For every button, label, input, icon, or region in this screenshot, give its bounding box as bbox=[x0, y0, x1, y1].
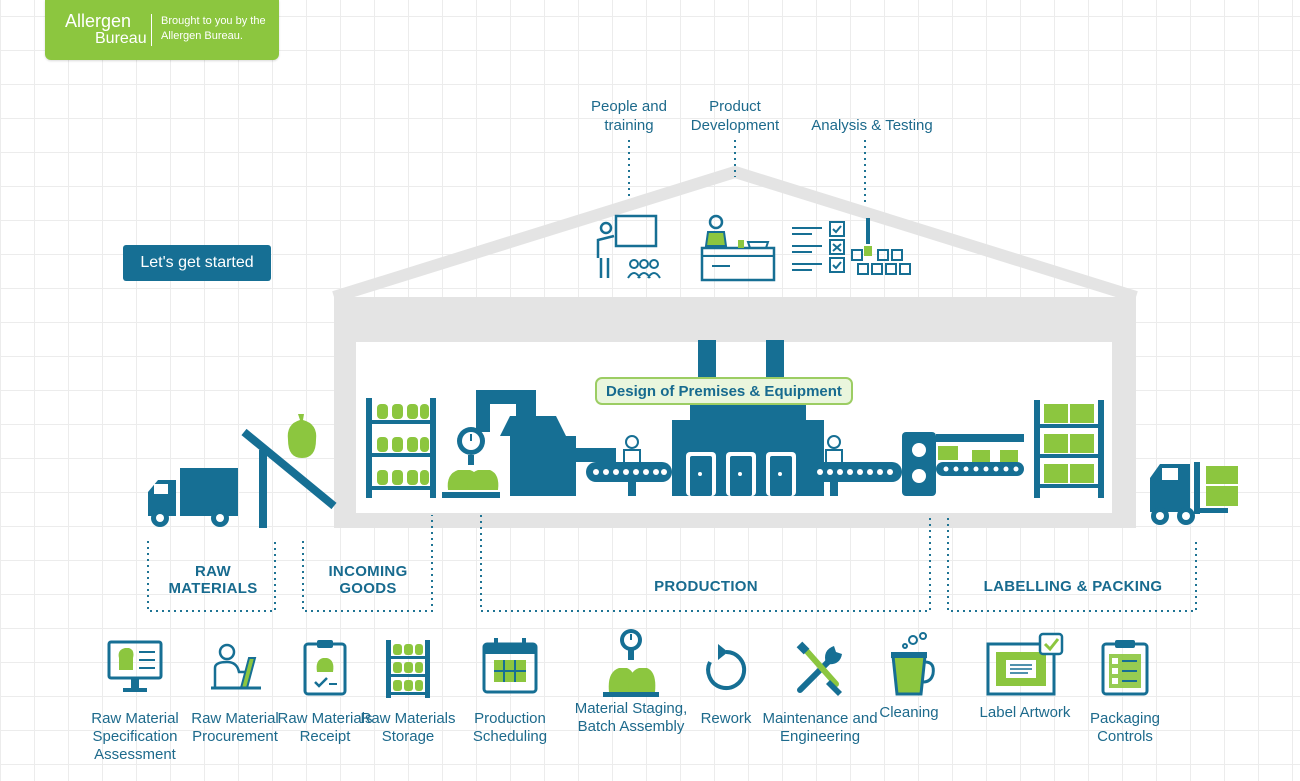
storage-shelf-icon bbox=[386, 640, 430, 698]
person-laptop-icon bbox=[211, 643, 261, 690]
section-incoming-goods[interactable]: INCOMING GOODS bbox=[328, 563, 408, 597]
bucket-icon bbox=[891, 632, 935, 696]
tools-icon bbox=[796, 641, 842, 696]
process-production-scheduling[interactable]: Production Scheduling bbox=[450, 638, 570, 746]
process-label: Raw Materials Storage bbox=[360, 710, 456, 745]
conveyor-belt-icon bbox=[586, 435, 672, 496]
section-labelling-packing[interactable]: LABELLING & PACKING bbox=[983, 578, 1163, 595]
hopper-machine-icon bbox=[476, 390, 616, 496]
clipboard-receipt-icon bbox=[303, 640, 347, 696]
process-raw-material-specification[interactable]: Raw Material Specification Assessment bbox=[75, 638, 195, 764]
brand-separator bbox=[151, 14, 152, 46]
scale-bags-icon bbox=[442, 427, 500, 498]
design-of-premises-link[interactable]: Design of Premises & Equipment bbox=[595, 377, 853, 405]
analysis-testing-link[interactable]: Analysis & Testing bbox=[811, 117, 933, 134]
incoming-shelf-icon bbox=[366, 398, 436, 498]
process-cleaning[interactable]: Cleaning bbox=[849, 632, 969, 722]
process-rework[interactable]: Rework bbox=[666, 638, 786, 728]
packing-machine-icon bbox=[902, 432, 1024, 496]
people-training-icon bbox=[596, 214, 661, 279]
process-label: Rework bbox=[700, 710, 752, 727]
brand-name: Allergen bbox=[65, 11, 132, 31]
product-development-link[interactable]: Product Development bbox=[690, 98, 780, 134]
label-artwork-icon bbox=[986, 632, 1064, 696]
process-label: Maintenance and Engineering bbox=[762, 710, 878, 745]
allergen-bureau-badge[interactable]: Allergen Bureau Brought to you by the Al… bbox=[45, 0, 279, 60]
process-material-staging[interactable]: Material Staging, Batch Assembly bbox=[571, 628, 691, 736]
forklift-icon bbox=[1150, 462, 1238, 525]
section-raw-materials[interactable]: RAW MATERIALS bbox=[168, 563, 258, 597]
brand-tagline: Brought to you by the Allergen Bureau. bbox=[161, 15, 266, 42]
process-label: Raw Material Specification Assessment bbox=[91, 710, 179, 763]
finished-goods-shelf-icon bbox=[1034, 400, 1104, 498]
process-label: Raw Materials Receipt bbox=[277, 710, 373, 745]
computer-checklist-icon bbox=[107, 640, 163, 692]
process-label: Raw Material Procurement bbox=[191, 710, 279, 745]
process-label: Cleaning bbox=[879, 704, 939, 721]
scale-bags-icon bbox=[603, 629, 659, 697]
chute-icon bbox=[241, 414, 337, 528]
process-label: Production Scheduling bbox=[472, 710, 548, 745]
conveyor-belt-icon bbox=[810, 435, 902, 496]
process-raw-material-procurement[interactable]: Raw Material Procurement bbox=[175, 638, 295, 746]
section-brackets bbox=[147, 515, 1197, 612]
people-and-training-link[interactable]: People and training bbox=[591, 98, 667, 134]
production-plant-icon bbox=[672, 340, 824, 496]
process-label: Material Staging, Batch Assembly bbox=[574, 700, 688, 735]
calendar-icon bbox=[482, 638, 538, 694]
lets-get-started-button[interactable]: Let's get started bbox=[123, 245, 271, 281]
analysis-testing-icon bbox=[792, 218, 911, 275]
process-raw-materials-receipt[interactable]: Raw Materials Receipt bbox=[265, 638, 385, 746]
delivery-truck-icon bbox=[148, 468, 238, 527]
product-development-icon bbox=[700, 214, 776, 282]
process-label-artwork[interactable]: Label Artwork bbox=[965, 632, 1085, 722]
section-production[interactable]: PRODUCTION bbox=[654, 578, 758, 595]
clipboard-checklist-icon bbox=[1101, 640, 1149, 696]
process-packaging-controls[interactable]: Packaging Controls bbox=[1065, 638, 1185, 746]
process-raw-materials-storage[interactable]: Raw Materials Storage bbox=[348, 638, 468, 746]
top-connectors bbox=[628, 140, 866, 205]
rework-arrow-icon bbox=[706, 644, 747, 690]
process-label: Label Artwork bbox=[979, 704, 1071, 721]
brand-name-secondary: Bureau bbox=[95, 30, 147, 47]
process-maintenance-engineering[interactable]: Maintenance and Engineering bbox=[760, 638, 880, 746]
process-label: Packaging Controls bbox=[1089, 710, 1161, 745]
